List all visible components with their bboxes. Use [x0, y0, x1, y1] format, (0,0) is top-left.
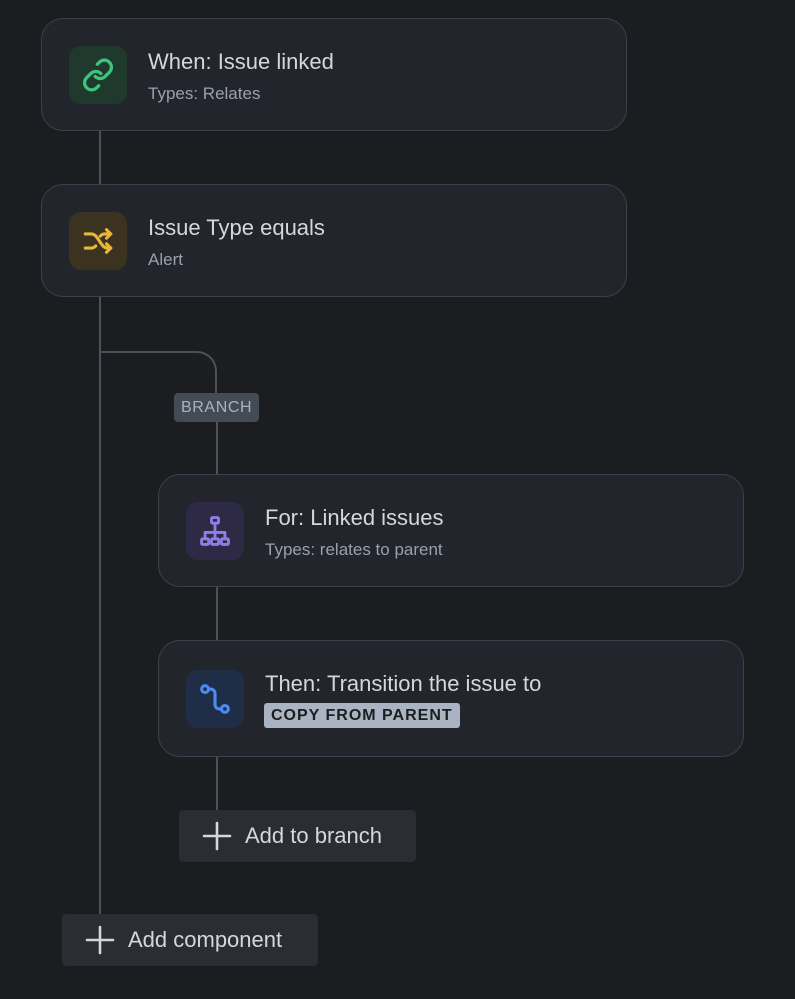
condition-subtitle: Alert — [148, 250, 183, 269]
plus-icon — [202, 821, 232, 851]
then-card-title: Then: Transition the issue to — [265, 671, 542, 696]
branch-then-card[interactable]: Then: Transition the issue to COPY FROM … — [158, 640, 744, 757]
condition-title: Issue Type equals — [148, 215, 325, 240]
connector-then-to-add — [216, 756, 218, 812]
trigger-card[interactable]: When: Issue linked Types: Relates — [41, 18, 627, 131]
add-component-button[interactable]: Add component — [62, 914, 318, 966]
then-icon-box — [186, 670, 244, 728]
shuffle-icon — [83, 228, 113, 254]
transition-path-icon — [200, 684, 230, 714]
branch-label: BRANCH — [174, 393, 260, 422]
then-card-value-badge: COPY FROM PARENT — [264, 703, 460, 728]
trigger-subtitle: Types: Relates — [148, 84, 261, 103]
branch-connector-curve — [99, 351, 217, 395]
hierarchy-icon — [200, 516, 230, 546]
trigger-icon-box — [69, 46, 127, 104]
for-icon-box — [186, 502, 244, 560]
add-to-branch-button[interactable]: Add to branch — [179, 810, 416, 862]
link-icon — [83, 58, 113, 92]
for-card-subtitle: Types: relates to parent — [265, 540, 443, 559]
connector-branch-to-for — [216, 420, 218, 476]
trigger-title: When: Issue linked — [148, 49, 334, 74]
condition-card[interactable]: Issue Type equals Alert — [41, 184, 627, 297]
add-to-branch-label: Add to branch — [245, 823, 382, 848]
for-card-title: For: Linked issues — [265, 505, 444, 530]
connector-for-to-then — [216, 586, 218, 642]
connector-trigger-condition — [99, 130, 101, 186]
add-component-label: Add component — [128, 927, 283, 952]
branch-for-card[interactable]: For: Linked issues Types: relates to par… — [158, 474, 744, 587]
connector-main-line — [99, 296, 101, 922]
plus-icon — [85, 925, 115, 955]
condition-icon-box — [69, 212, 127, 270]
